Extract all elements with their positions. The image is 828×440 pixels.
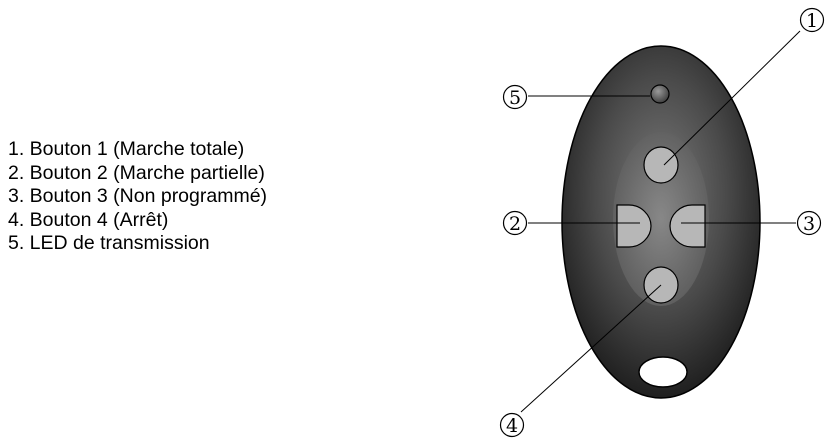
callout-2-label: 2 — [509, 213, 521, 235]
legend-item-button-4: 4. Bouton 4 (Arrêt) — [8, 208, 169, 231]
callout-1: 1 — [799, 7, 825, 33]
legend-item-button-1: 1. Bouton 1 (Marche totale) — [8, 138, 245, 160]
leader-line-4 — [520, 284, 662, 413]
legend-item-button-2: 2. Bouton 2 (Marche partielle) — [8, 161, 265, 184]
callout-3: 3 — [796, 210, 822, 236]
button-2[interactable] — [616, 204, 652, 248]
callout-4-label: 4 — [506, 415, 518, 437]
keyring-hole — [638, 356, 688, 388]
leader-line-1 — [663, 30, 801, 166]
callout-4: 4 — [499, 412, 525, 438]
callout-5: 5 — [502, 84, 528, 110]
callout-2: 2 — [502, 210, 528, 236]
legend-item-button-3: 3. Bouton 3 (Non programmé) — [8, 185, 268, 207]
legend-list: 1. Bouton 1 (Marche totale) 2. Bouton 2 … — [8, 138, 267, 256]
button-pad — [613, 132, 709, 306]
callout-1-label: 1 — [806, 10, 818, 32]
button-1[interactable] — [643, 146, 679, 184]
led-indicator — [650, 84, 670, 104]
callout-5-label: 5 — [509, 87, 521, 109]
callout-3-label: 3 — [803, 213, 815, 235]
legend-item-led: 5. LED de transmission — [8, 232, 210, 254]
button-3[interactable] — [669, 204, 706, 248]
